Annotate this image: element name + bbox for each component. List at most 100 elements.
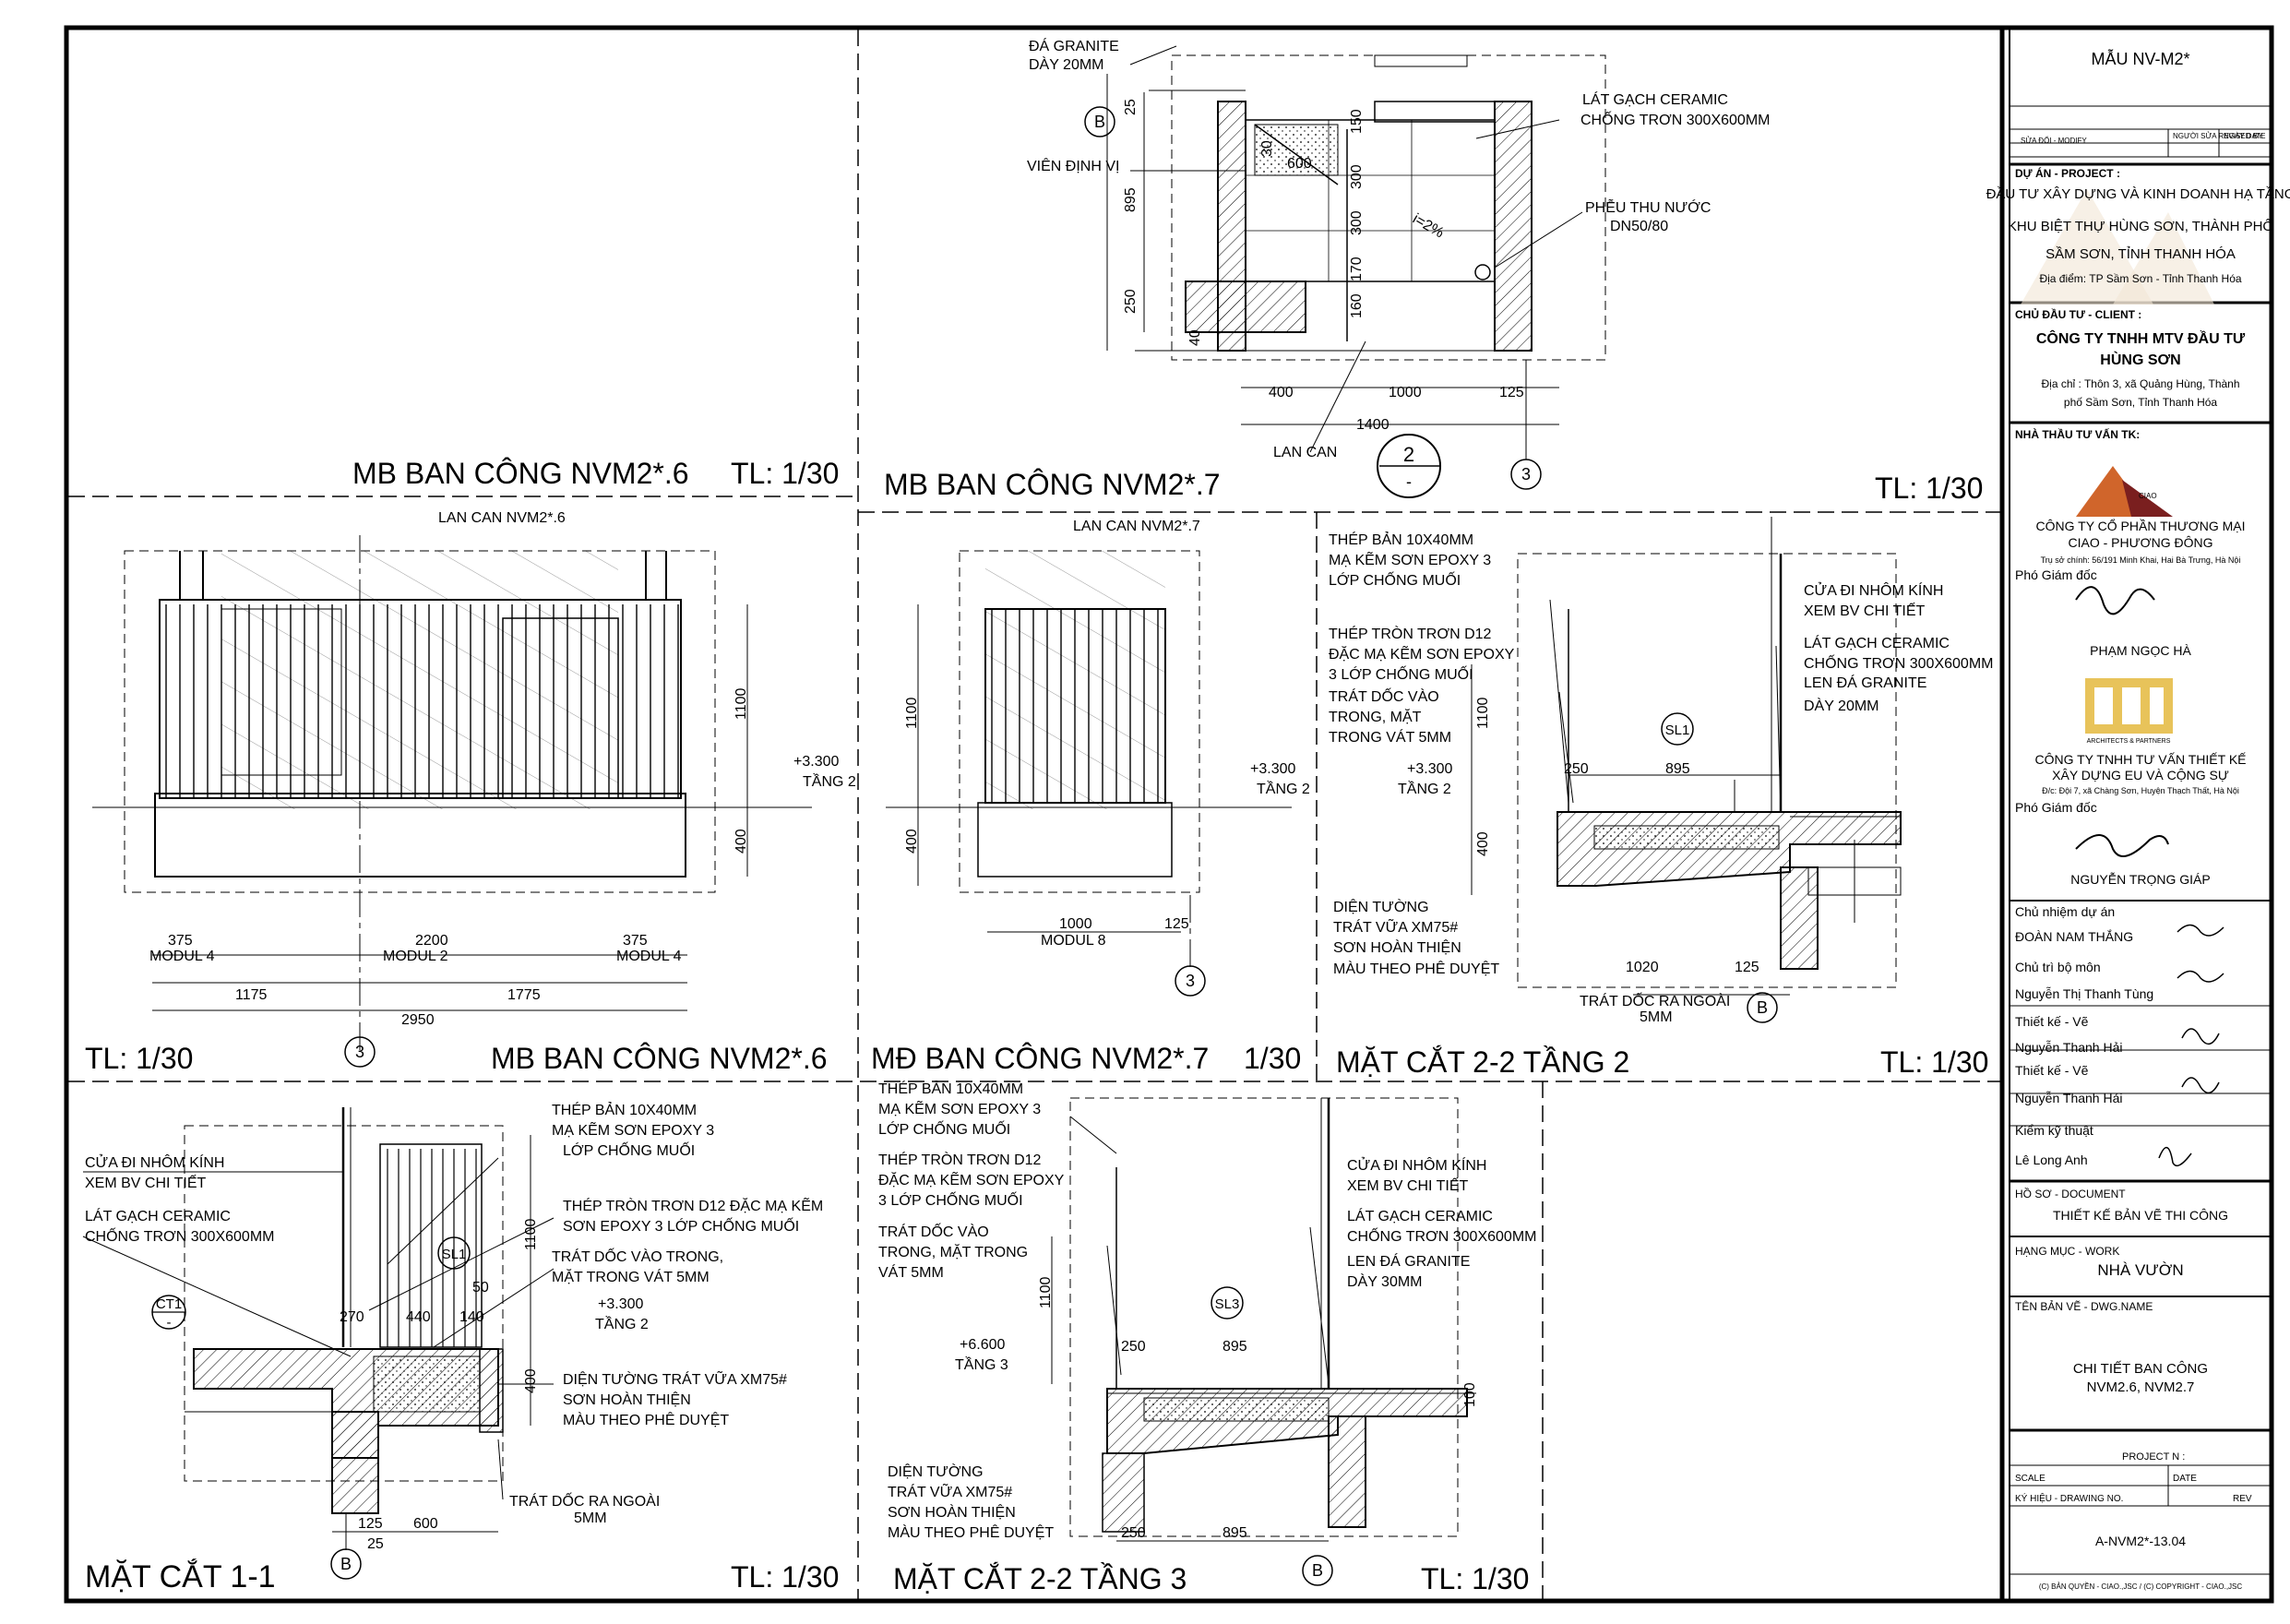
modul-label-left: MODUL 4 (149, 949, 215, 964)
note-left-1: MẠ KẼM SƠN EPOXY 3 (1329, 550, 1491, 568)
drawing-no-label: KÝ HIỆU - DRAWING NO. (2015, 1492, 2123, 1504)
dim-1000: 1000 (1389, 385, 1422, 400)
section-1-1: MẶT CẮT 1-1 TL: 1/30 CỬA ĐI NHÔM KÍNH XEM… (82, 1101, 839, 1594)
note-left-2: LÁT GẠCH CERAMIC (85, 1207, 231, 1224)
dim-140: 140 (459, 1309, 484, 1325)
dim-895: 895 (1665, 761, 1690, 777)
note-locator-tile: VIÊN ĐỊNH VỊ (1027, 157, 1119, 174)
note-right-4: LEN ĐÁ GRANITE (1347, 1252, 1470, 1270)
staff-role-4: Kiểm kỹ thuật (2015, 1123, 2093, 1138)
note-left-3: THÉP TRÒN TRƠN D12 (1329, 625, 1492, 642)
dim-375-right: 375 (623, 933, 648, 949)
section-2-2-floor-2: MẶT CẮT 2-2 TẦNG 2 TL: 1/30 THÉP BẢN 10X… (1329, 517, 1993, 1079)
note-bottom-0: DIỆN TƯỜNG (888, 1463, 984, 1480)
project-number-label: PROJECT N : (2122, 1451, 2185, 1463)
dim-100: 100 (1462, 1382, 1478, 1407)
work-label: HẠNG MỤC - WORK (2015, 1245, 2119, 1258)
consultant2-person: NGUYỄN TRỌNG GIÁP (2070, 872, 2210, 887)
detail-tag-sl1: SL1 (442, 1247, 467, 1262)
eu-logo-subtitle: ARCHITECTS & PARTNERS (2087, 738, 2171, 745)
rev-label: REV (2233, 1494, 2252, 1504)
staff-role-3: Thiết kế - Vẽ (2015, 1063, 2089, 1078)
consultant1-person: PHẠM NGỌC HÀ (2090, 643, 2191, 658)
dim-250: 250 (1123, 289, 1139, 314)
note-right-6: MẶT TRONG VÁT 5MM (552, 1268, 710, 1285)
document-label: HỒ SƠ - DOCUMENT (2015, 1187, 2126, 1200)
dim-895: 895 (1123, 187, 1139, 212)
note-left-8: VÁT 5MM (878, 1263, 944, 1281)
panel-dividers (68, 30, 2000, 1599)
dim-300: 300 (1349, 164, 1365, 189)
view-title-p4: MĐ BAN CÔNG NVM2*.7 (871, 1042, 1209, 1075)
dwg-name-line-2: NVM2.6, NVM2.7 (2087, 1379, 2195, 1395)
view-scale-p5: TL: 1/30 (1880, 1045, 1988, 1079)
note-right-11: 5MM (574, 1511, 607, 1526)
view-scale-p7: TL: 1/30 (1421, 1562, 1529, 1595)
note-left-5: 3 LỚP CHỐNG MUỐI (878, 1190, 1023, 1209)
project-label: DỰ ÁN - PROJECT : (2015, 166, 2120, 180)
note-left-2: LỚP CHỐNG MUỐI (878, 1119, 1010, 1138)
staff-role-2: Thiết kế - Vẽ (2015, 1014, 2089, 1029)
dim-125: 125 (358, 1516, 383, 1532)
staff-name-2: Nguyễn Thanh Hải (2015, 1040, 2122, 1055)
note-slope: i=2% (1410, 211, 1447, 242)
level-name: TẦNG 2 (1257, 780, 1310, 797)
axis-marker-b: B (1094, 113, 1105, 131)
view-title-p2: MB BAN CÔNG NVM2*.7 (884, 468, 1221, 501)
axis-marker-3: 3 (1521, 465, 1531, 484)
level-name: TẦNG 2 (803, 772, 856, 790)
note-right-1: MẠ KẼM SƠN EPOXY 3 (552, 1120, 714, 1139)
note-left-1: XEM BV CHI TIẾT (85, 1174, 207, 1191)
note-outer-slope-value: 5MM (1640, 1009, 1673, 1025)
consultant2-address: Đ/c: Đội 7, xã Chàng Sơn, Huyện Thạch Th… (2042, 786, 2239, 795)
project-location: Địa điểm: TP Sầm Sơn - Tỉnh Thanh Hóa (2039, 272, 2241, 285)
dim-400: 400 (523, 1368, 539, 1393)
dim-30: 30 (1259, 140, 1275, 157)
dim-1775: 1775 (507, 987, 541, 1003)
note-right-0: THÉP BẢN 10X40MM (552, 1101, 697, 1118)
dim-300b: 300 (1349, 210, 1365, 235)
dim-440: 440 (406, 1309, 431, 1325)
client-address-2: phố Sầm Sơn, Tỉnh Thanh Hóa (2064, 396, 2218, 409)
staff-role-1: Chủ trì bộ môn (2015, 960, 2101, 974)
note-left-7: TRONG, MẶT TRONG (878, 1243, 1028, 1260)
p6-annotations: CỬA ĐI NHÔM KÍNH XEM BV CHI TIẾT LÁT GẠCH … (85, 1101, 823, 1573)
level-value: +3.300 (793, 754, 839, 770)
document-value: THIẾT KẾ BẢN VẼ THI CÔNG (2053, 1208, 2228, 1223)
view-scale-p6: TL: 1/30 (731, 1560, 839, 1594)
view-title-p6: MẶT CẮT 1-1 (85, 1559, 276, 1594)
dwg-name-line-1: CHI TIẾT BAN CÔNG (2073, 1361, 2208, 1377)
note-railing: LAN CAN (1273, 445, 1337, 460)
signature-staff-2 (2177, 970, 2224, 983)
dim-400: 400 (1475, 831, 1491, 856)
signature-pham-ngoc-ha (2075, 586, 2155, 615)
level-name: TẦNG 2 (1398, 780, 1451, 797)
dim-1100: 1100 (1475, 697, 1491, 729)
dim-250-bottom: 250 (1121, 1525, 1146, 1541)
consultant1-role: Phó Giám đốc (2015, 567, 2097, 582)
note-left-5: 3 LỚP CHỐNG MUỐI (1329, 664, 1473, 683)
dim-125: 125 (1499, 385, 1524, 400)
dim-1100: 1100 (523, 1218, 539, 1250)
scale-label: SCALE (2015, 1474, 2045, 1484)
modul-label: MODUL 8 (1041, 933, 1106, 949)
detail-tag-ct1: CT1 (156, 1296, 182, 1312)
signature-staff-4 (2181, 1077, 2220, 1094)
note-right-3: CHỐNG TRƠN 300X600MM (1347, 1226, 1536, 1245)
consultant1-name-1: CÔNG TY CỔ PHẦN THƯƠNG MẠI (2036, 518, 2246, 533)
note-right-9: MÀU THEO PHÊ DUYỆT (563, 1411, 729, 1428)
dim-600: 600 (1287, 156, 1312, 172)
date-label: DATE (2173, 1474, 2197, 1484)
dim-160: 160 (1349, 293, 1365, 318)
axis-marker-3: 3 (1186, 972, 1195, 990)
dim-1175: 1175 (235, 987, 268, 1003)
dim-895-bottom: 895 (1223, 1525, 1247, 1541)
note-right-5: TRÁT DỐC VÀO TRONG, (552, 1247, 723, 1265)
client-label: CHỦ ĐẦU TƯ - CLIENT : (2015, 307, 2141, 321)
note-left-0: CỬA ĐI NHÔM KÍNH (85, 1153, 224, 1171)
level-value: +6.600 (960, 1337, 1005, 1353)
section-marker-number: 2 (1403, 443, 1414, 466)
